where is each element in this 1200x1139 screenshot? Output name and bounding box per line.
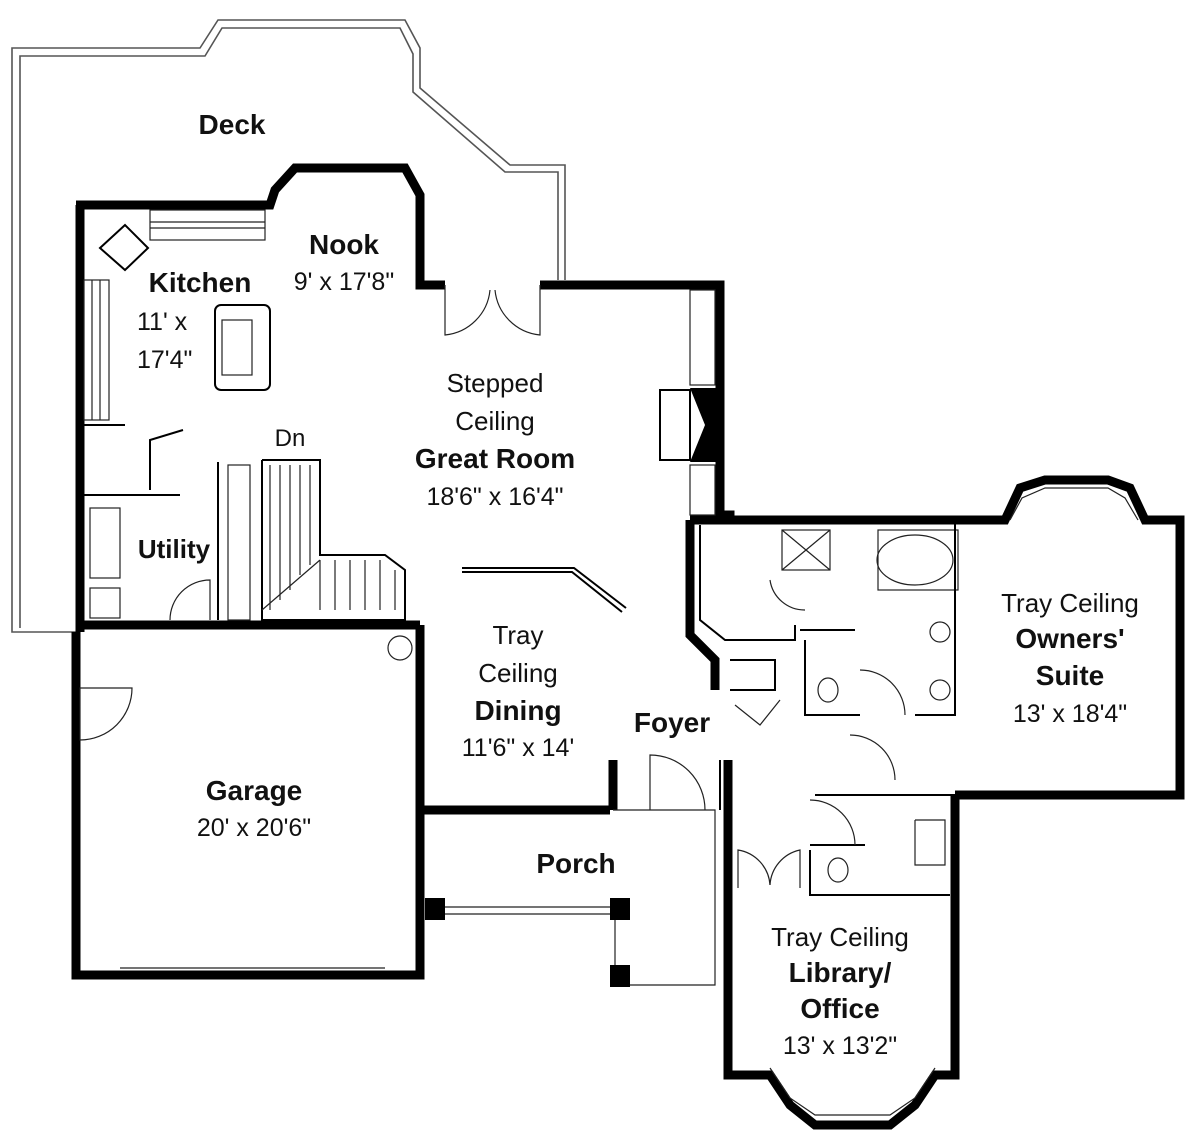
foyer-label: Foyer — [634, 707, 710, 738]
deck-outline — [11, 19, 566, 633]
great-room-size: 18'6" x 16'4" — [426, 483, 563, 511]
exterior-walls — [71, 163, 1185, 1130]
nook-size: 9' x 17'8" — [294, 268, 394, 296]
library-size: 13' x 13'2" — [783, 1032, 897, 1060]
nook-label: Nook — [309, 229, 379, 260]
kitchen-size-line2: 17'4" — [137, 346, 192, 374]
dining-ceiling-line1: Tray — [492, 620, 543, 650]
dining-label: Dining — [474, 695, 561, 726]
owners-suite-ceiling: Tray Ceiling — [1001, 588, 1139, 618]
stairs-down-label: Dn — [275, 425, 306, 452]
dining-ceiling-line2: Ceiling — [478, 658, 558, 688]
owners-suite-size: 13' x 18'4" — [1013, 700, 1127, 728]
library-ceiling: Tray Ceiling — [771, 922, 909, 952]
interior-walls — [79, 209, 1139, 1116]
great-room-ceiling-line1: Stepped — [447, 368, 544, 398]
garage-size: 20' x 20'6" — [197, 814, 311, 842]
library-label-line2: Office — [800, 993, 879, 1024]
room-labels: Deck Nook 9' x 17'8" Kitchen 11' x 17'4"… — [137, 109, 1139, 1060]
deck-label: Deck — [199, 109, 266, 140]
kitchen-label: Kitchen — [149, 267, 252, 298]
utility-label: Utility — [138, 534, 211, 564]
library-label-line1: Library/ — [789, 957, 892, 988]
owners-suite-label-line2: Suite — [1036, 660, 1104, 691]
porch-label: Porch — [536, 848, 615, 879]
great-room-label: Great Room — [415, 443, 575, 474]
kitchen-size-line1: 11' x — [137, 308, 188, 336]
garage-label: Garage — [206, 775, 303, 806]
great-room-ceiling-line2: Ceiling — [455, 406, 535, 436]
dining-size: 11'6" x 14' — [462, 734, 574, 762]
owners-suite-label-line1: Owners' — [1015, 623, 1124, 654]
